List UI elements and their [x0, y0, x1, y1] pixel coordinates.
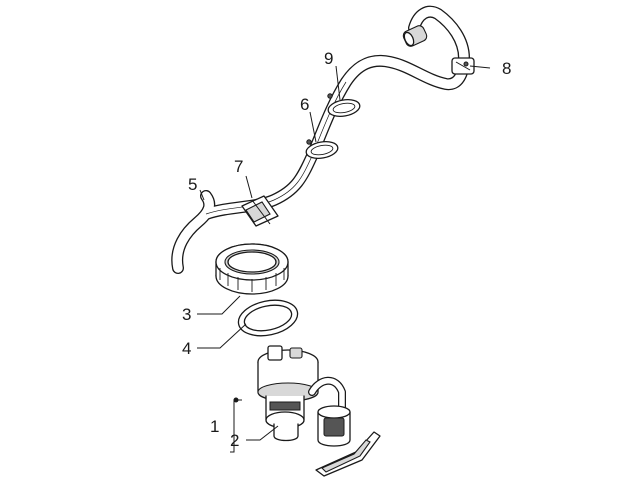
callout-5: 5 — [188, 175, 197, 194]
callout-4: 4 — [182, 339, 191, 358]
hose-connector-7 — [241, 195, 279, 227]
callout-3: 3 — [182, 305, 191, 324]
callout-7: 7 — [234, 157, 243, 176]
callout-1-marker — [233, 397, 239, 403]
callout-9: 9 — [324, 49, 333, 68]
leader-lines — [197, 65, 491, 453]
hose-end-fitting — [402, 25, 428, 47]
ring-nut-3 — [215, 243, 289, 295]
callout-2: 2 — [230, 431, 239, 450]
callout-6: 6 — [300, 95, 309, 114]
callout-1: 1 — [210, 417, 219, 436]
hose-clamp-6 — [305, 139, 339, 160]
fuel-hose — [171, 5, 470, 274]
hose-clamp-8 — [451, 57, 475, 75]
callout-8: 8 — [502, 59, 511, 78]
gasket-4 — [237, 299, 299, 337]
hose-clamp-9 — [327, 93, 361, 118]
fuel-pump-assembly — [257, 345, 381, 477]
